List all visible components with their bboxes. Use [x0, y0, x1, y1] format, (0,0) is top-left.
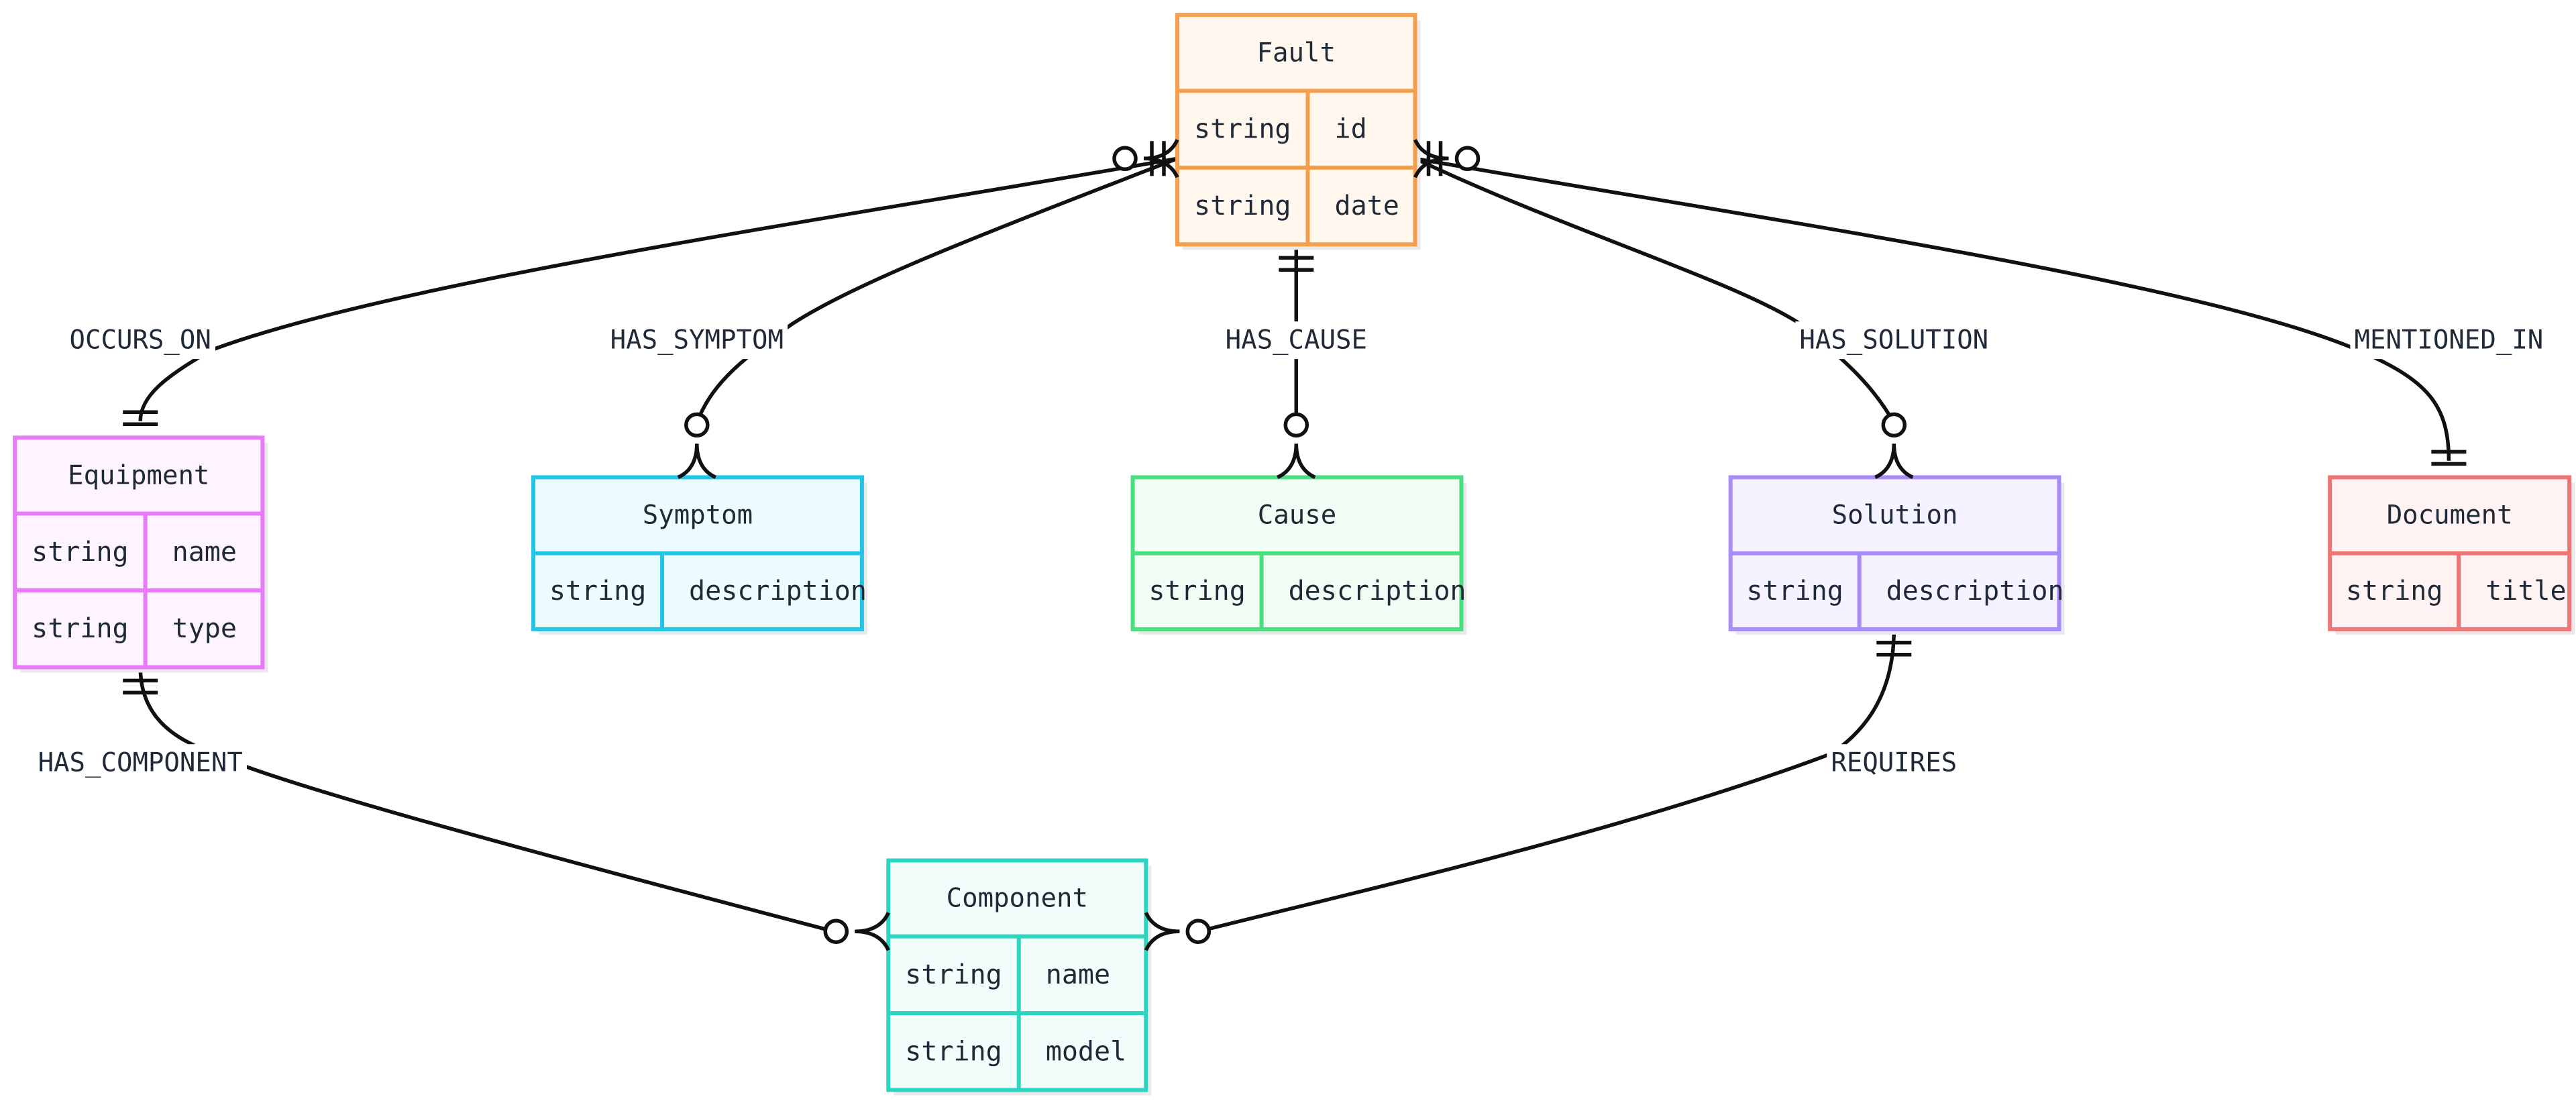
entity-solution[interactable]: Solution string description — [1728, 475, 2065, 635]
attribute-name: title — [2485, 576, 2566, 607]
relationship-label-has-component: HAS_COMPONENT — [38, 748, 243, 778]
attribute-type: string — [32, 537, 129, 568]
attribute-type: string — [1746, 576, 1843, 607]
cardinality-zero-many-marker — [1874, 412, 1914, 479]
attribute-name: description — [1289, 576, 1466, 607]
attribute-type: string — [1194, 114, 1291, 145]
attribute-name: id — [1335, 114, 1367, 145]
relationship-line-mentioned-in — [1415, 158, 2449, 460]
relationship-label-occurs-on: OCCURS_ON — [70, 325, 211, 356]
entity-title: Symptom — [643, 500, 753, 530]
entity-title: Cause — [1258, 500, 1336, 530]
relationship-line-has-solution — [1415, 158, 1894, 423]
relationship-label-bg — [65, 321, 215, 360]
attribute-name: type — [172, 613, 237, 644]
attribute-type: string — [549, 576, 647, 607]
cardinality-one-marker — [123, 410, 158, 427]
relationship-label-bg — [34, 744, 247, 782]
entity-title: Document — [2387, 500, 2513, 530]
entity-document[interactable]: Document string title — [2328, 475, 2575, 635]
cardinality-zero-many-marker — [823, 912, 890, 951]
attribute-name: name — [1046, 959, 1110, 990]
relationship-label-mentioned-in: MENTIONED_IN — [2355, 325, 2544, 356]
cardinality-zero-many-marker — [1277, 412, 1316, 479]
entity-title: Equipment — [68, 460, 209, 490]
cardinality-zero-many-marker — [1144, 912, 1212, 951]
entity-box — [1175, 13, 1417, 247]
cardinality-one-marker — [123, 678, 158, 695]
attribute-name: date — [1335, 191, 1399, 221]
attribute-name: description — [689, 576, 867, 607]
cardinality-one-marker — [1876, 641, 1912, 657]
relationship-label-bg — [606, 321, 788, 360]
entity-title: Solution — [1832, 500, 1958, 530]
cardinality-zero-many-marker — [677, 412, 716, 479]
relationship-label-has-solution: HAS_SOLUTION — [1799, 325, 1988, 356]
relationship-line-has-symptom — [697, 158, 1177, 423]
entity-equipment[interactable]: Equipment string name string type — [13, 435, 268, 673]
relationship-label-bg — [2350, 321, 2548, 360]
relationship-line-occurs-on — [140, 158, 1177, 421]
cardinality-zero-many-marker — [1413, 139, 1481, 178]
cardinality-one-marker — [1279, 256, 1314, 272]
cardinality-one-marker — [2431, 450, 2467, 466]
attribute-type: string — [32, 613, 129, 644]
entity-title: Fault — [1257, 38, 1336, 68]
entity-box — [13, 435, 265, 670]
cardinality-zero-many-marker — [1112, 139, 1179, 178]
entity-cause[interactable]: Cause string description — [1130, 475, 1467, 635]
attribute-type: string — [2346, 576, 2443, 607]
entity-fault[interactable]: Fault string id string date — [1175, 13, 1421, 250]
attribute-type: string — [1148, 576, 1246, 607]
relationship-label-bg — [1795, 321, 1993, 360]
relationship-lines — [140, 158, 2449, 931]
relationship-line-requires — [1199, 629, 1894, 931]
attribute-name: description — [1886, 576, 2064, 607]
attribute-type: string — [905, 959, 1002, 990]
relationship-label-bg — [1827, 744, 1962, 782]
entity-component[interactable]: Component string name string model — [886, 858, 1152, 1096]
cardinality-markers — [123, 139, 2467, 951]
relationship-label-requires: REQUIRES — [1831, 748, 1957, 778]
relationship-label-bg — [1221, 321, 1372, 360]
relationship-label-has-cause: HAS_CAUSE — [1226, 325, 1367, 356]
entity-symptom[interactable]: Symptom string description — [531, 475, 867, 635]
relationship-labels: OCCURS_ON HAS_SYMPTOM HAS_CAUSE HAS_SOLUTIO… — [34, 321, 2548, 782]
cardinality-one-marker — [1150, 141, 1166, 176]
relationship-line-has-component — [140, 667, 834, 931]
attribute-type: string — [1194, 191, 1291, 221]
attribute-name: model — [1046, 1036, 1126, 1067]
attribute-name: name — [172, 537, 237, 568]
attribute-type: string — [905, 1036, 1002, 1067]
relationship-label-has-symptom: HAS_SYMPTOM — [610, 325, 784, 356]
entity-title: Component — [947, 884, 1088, 914]
